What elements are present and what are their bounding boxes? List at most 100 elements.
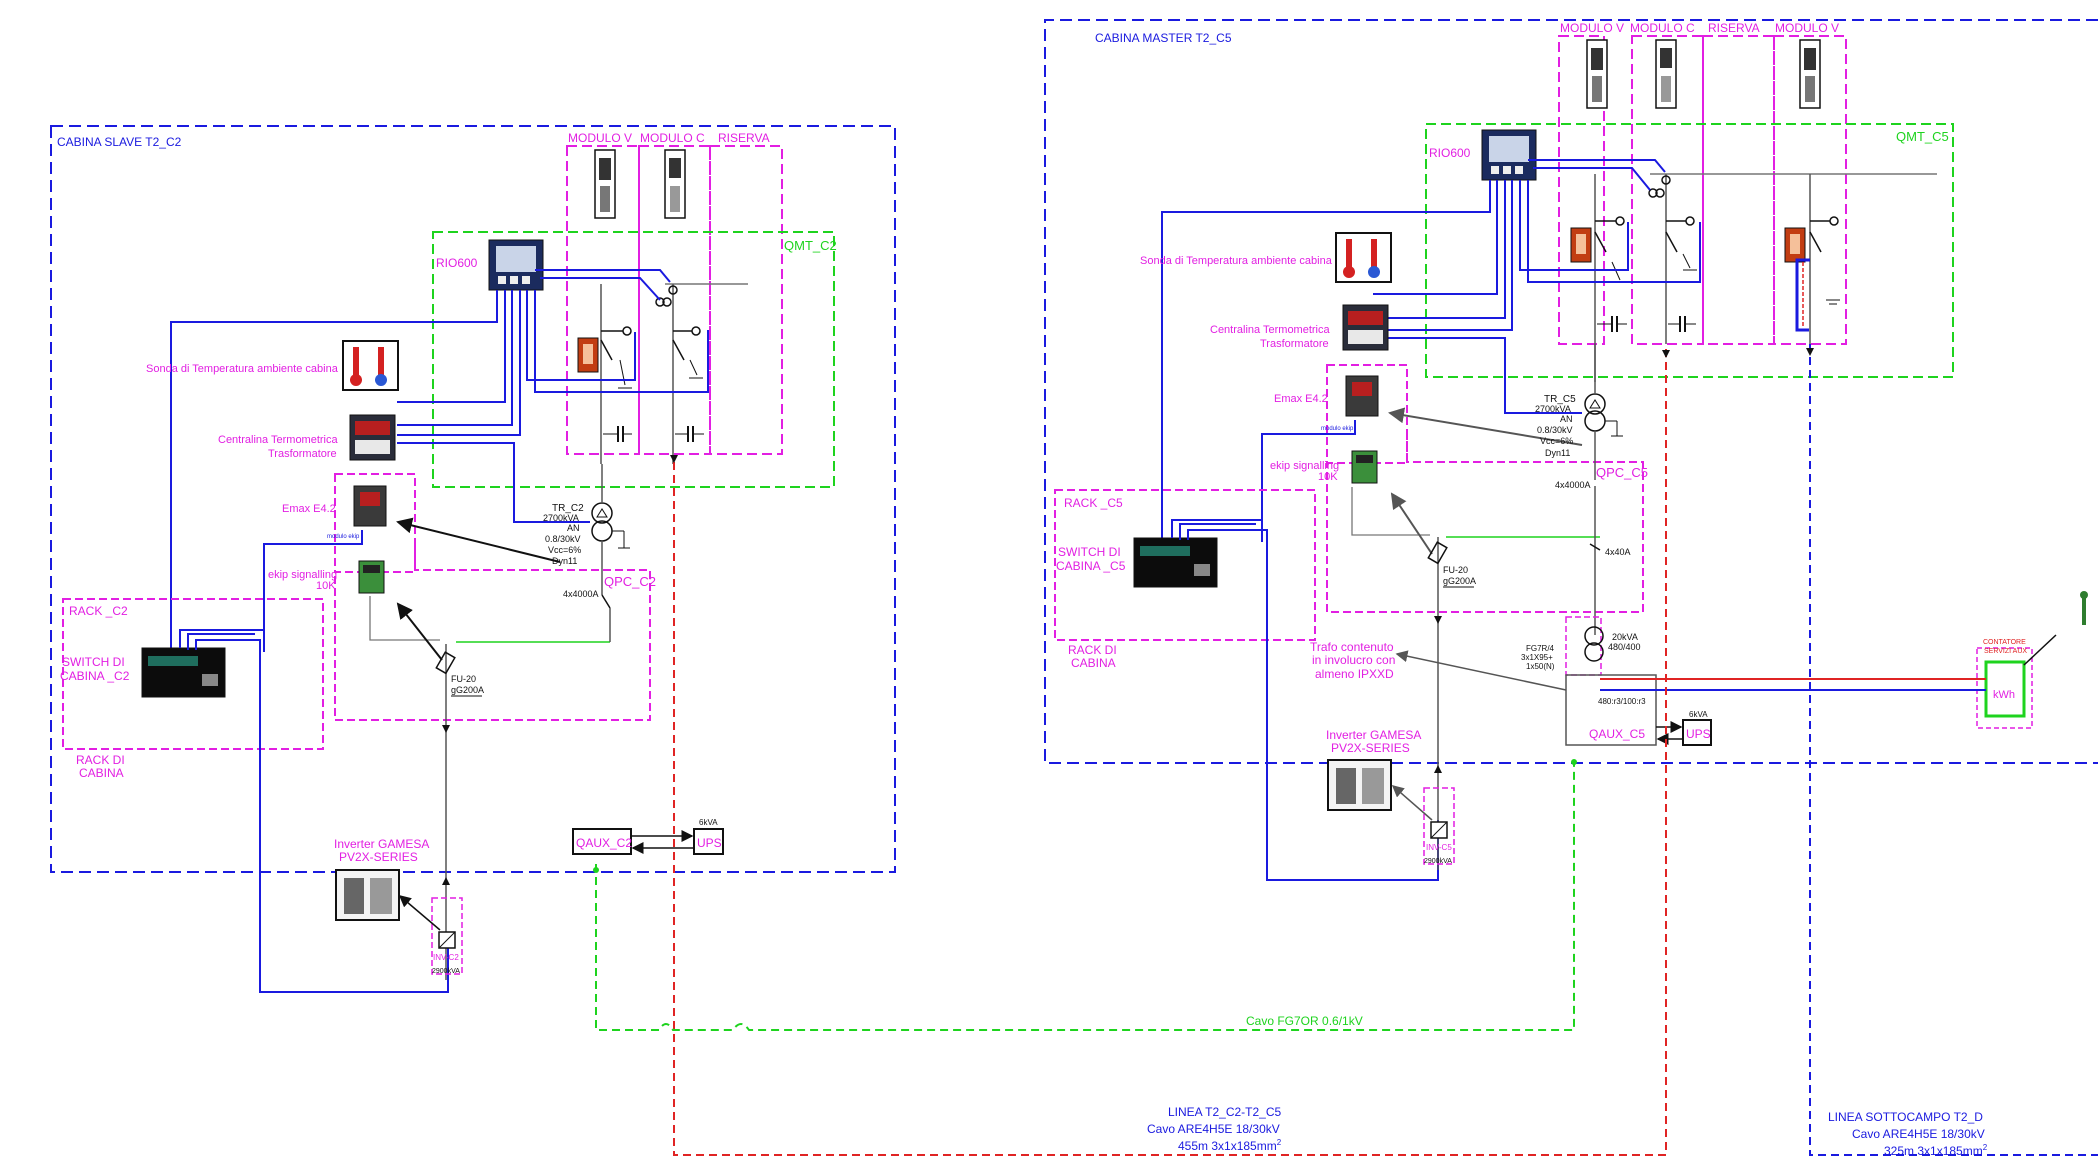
tr-kv: 0.8/30kV (545, 534, 581, 544)
emax-label: Emax E4.2 (1274, 393, 1328, 405)
energy-meter-icon: kWh (1984, 660, 2026, 718)
inverter-label-2: PV2X-SERIES (1331, 741, 1410, 755)
breaker-emax-icon (353, 485, 387, 527)
switch-label-1: SWITCH DI (62, 655, 125, 669)
inverter-cabinet-icon (335, 869, 400, 921)
cabin-slave-t2-c2: CABINA SLAVE T2_C2 MODULO V MODULO C RIS… (50, 125, 896, 993)
rio-label: RIO600 (436, 256, 478, 270)
rack-cabina-2: CABINA (79, 766, 124, 780)
thermometric-unit-icon (349, 414, 396, 461)
fu-label-2: gG200A (1443, 576, 1476, 586)
fuse-icon (435, 651, 456, 675)
tr-kva: 2700kVA (1535, 404, 1571, 414)
capacitor-icon (1668, 316, 1696, 332)
network-switch-icon (141, 647, 226, 698)
linea-length: 455m 3x1x185mm (1178, 1139, 1277, 1153)
linea-label-1: LINEA T2_C2-T2_C5 (1168, 1105, 1281, 1119)
fu-label-2: gG200A (451, 685, 484, 695)
disconnector-icon (1784, 216, 1840, 305)
disconnector-icon (1648, 175, 1697, 271)
thermometer-icon (342, 340, 399, 391)
sonda-label: Sonda di Temperatura ambiente cabina (1140, 255, 1333, 267)
inter-cabin-cables: Cavo FG7OR 0.6/1kV LINEA T2_C2-T2_C5 Cav… (593, 344, 2098, 1158)
cabin-boundary (50, 125, 896, 873)
module-device-icon (1586, 39, 1608, 109)
inv-kw: 2900kVA (432, 968, 460, 975)
tr-dyn: Dyn11 (552, 556, 577, 566)
modulo-v-label: MODULO V (1560, 21, 1624, 35)
fg7-cable-label: Cavo FG7OR 0.6/1kV (1246, 1014, 1363, 1028)
emax-label: Emax E4.2 (282, 503, 336, 515)
fu-label-1: FU-20 (1443, 565, 1468, 575)
tr-name: TR_C5 (1544, 394, 1576, 405)
antenna-icon (2080, 591, 2088, 625)
modulo-v-frame (1558, 35, 1605, 345)
riserva-frame (709, 145, 783, 455)
rack-label: RACK _C2 (69, 604, 128, 618)
ups-kva: 6kVA (699, 818, 718, 827)
rack-cabina-1: RACK DI (76, 753, 125, 767)
qpc-label: QPC_C2 (604, 574, 656, 589)
fu-label-1: FU-20 (451, 674, 476, 684)
ekip-module-icon (1351, 450, 1378, 484)
rio600-device-icon (1481, 129, 1537, 181)
contatore-label-2: SERVIZI AUX (1984, 648, 2027, 655)
inv-kw: 2900kVA (1424, 858, 1452, 865)
rack-frame (1054, 489, 1316, 641)
rio-label: RIO600 (1429, 146, 1471, 160)
qmt-frame (1425, 123, 1954, 378)
rack-frame (62, 598, 324, 750)
inv-frame (431, 897, 463, 975)
disconnector-icon (577, 326, 632, 393)
ekip-label-2: 10K (316, 580, 336, 592)
qaux-label: QAUX_C2 (576, 836, 632, 850)
aux-tr-kva: 20kVA (1612, 632, 1638, 642)
cabin-title: CABINA MASTER T2_C5 (1095, 31, 1232, 45)
modulo-v2-frame (1773, 35, 1847, 345)
ekip-label-1: ekip signalling (1270, 460, 1339, 472)
module-device-icon (664, 149, 686, 219)
inv-frame (1423, 787, 1455, 865)
modulo-c-label: MODULO C (1630, 21, 1695, 35)
riserva-label: RISERVA (718, 131, 770, 145)
qmt-frame (432, 231, 835, 488)
cable-label-1: FG7R/4 (1526, 644, 1555, 653)
qaux-box (572, 828, 632, 855)
riserva-label: RISERVA (1708, 21, 1760, 35)
ekip-module-icon (358, 560, 385, 594)
sotto-label-1: LINEA SOTTOCAMPO T2_D (1828, 1110, 1983, 1124)
inv-label: INV-C5 (1426, 843, 1452, 852)
centralina-label-1: Centralina Termometrica (218, 434, 339, 446)
aux-tr-v: 480/400 (1608, 642, 1641, 652)
breaker-emax-icon (1345, 375, 1379, 417)
network-switch-icon (1133, 537, 1218, 588)
linea-label-2: Cavo ARE4H5E 18/30kV (1147, 1122, 1280, 1136)
modulo-ekip-label: modulo ekip (1321, 426, 1354, 432)
breaker-rating: 4x4000A (1555, 480, 1591, 490)
ups-box (693, 828, 724, 855)
contatore-label-1: CONTATORE (1983, 639, 2026, 646)
qpc-label: QPC_C5 (1596, 465, 1648, 480)
qaux-label: QAUX_C5 (1589, 727, 1645, 741)
transformer-icon (1584, 393, 1623, 437)
qaux-box (1565, 674, 1657, 746)
ups-label: UPS (1686, 727, 1711, 741)
centralina-label-1: Centralina Termometrica (1210, 324, 1331, 336)
riserva-frame (1702, 35, 1775, 345)
transformer-icon (591, 502, 630, 549)
superscript: 2 (1277, 1138, 1282, 1147)
aux-breaker: 4x40A (1605, 547, 1631, 557)
modulo-v2-label: MODULO V (1775, 21, 1839, 35)
sotto-length: 325m 3x1x185mm (1884, 1144, 1983, 1158)
modulo-v-label: MODULO V (568, 131, 632, 145)
disconnector-icon (1570, 216, 1627, 283)
tr-an: AN (1560, 414, 1573, 424)
tr-kva: 2700kVA (543, 513, 579, 523)
ekip-label-2: 10K (1318, 471, 1338, 483)
inverter-cabinet-icon (1327, 759, 1392, 811)
superscript: 2 (1983, 1143, 1988, 1152)
linea-label-3: 455m 3x1x185mm2 (1178, 1138, 1282, 1153)
qmt-label: QMT_C5 (1896, 129, 1949, 144)
inverter-label-1: Inverter GAMESA (334, 837, 429, 851)
